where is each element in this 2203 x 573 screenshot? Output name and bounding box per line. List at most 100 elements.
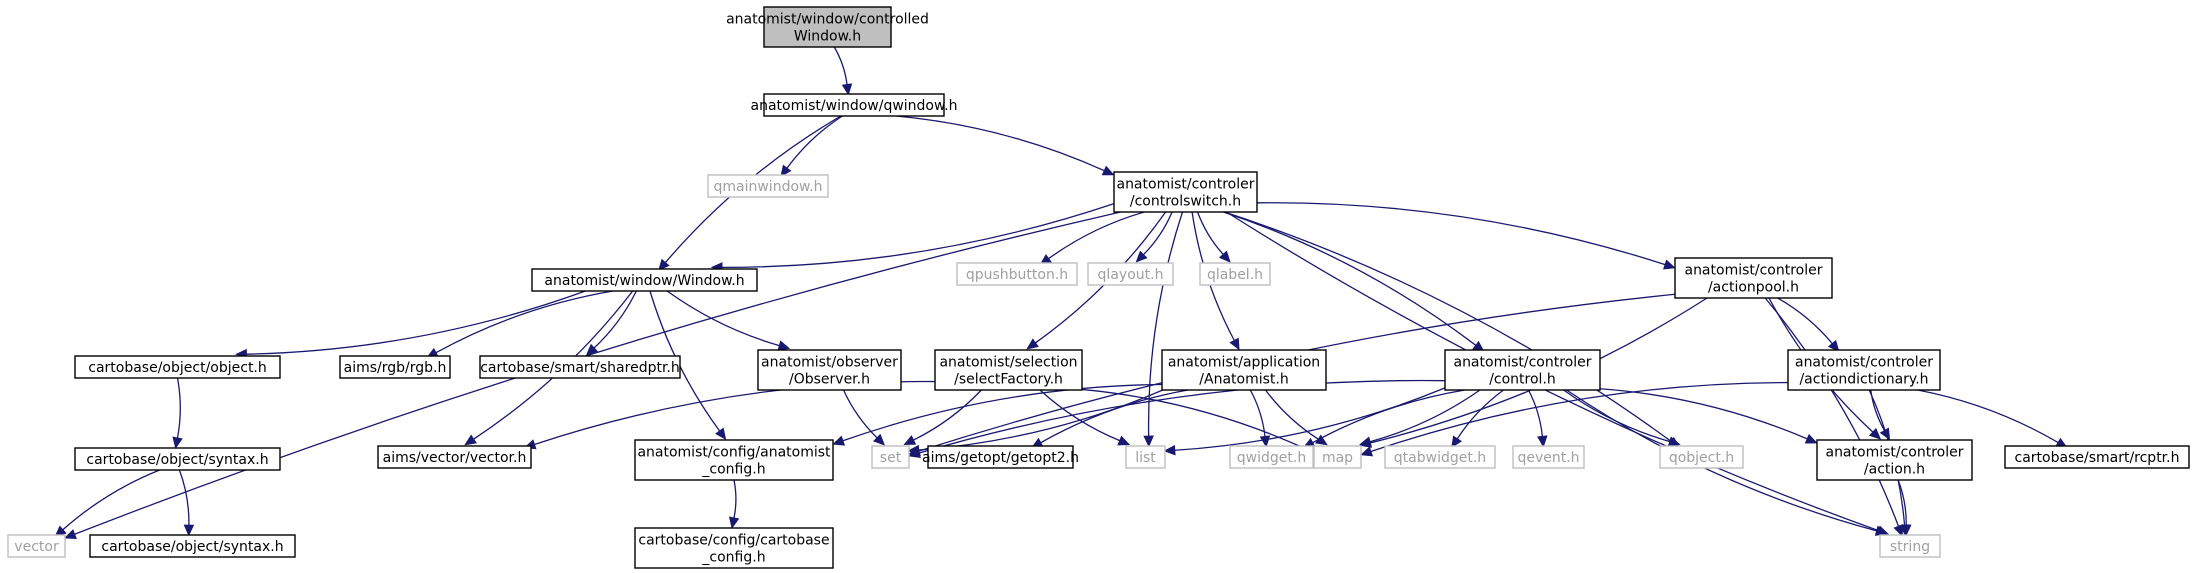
node-label-line: qpushbutton.h — [966, 267, 1068, 283]
node-box — [377, 445, 532, 469]
edge-line — [1040, 389, 1189, 444]
edge-line — [1599, 388, 1808, 440]
node-vectorH[interactable]: aims/vector/vector.h — [377, 445, 532, 469]
edge-arrowhead — [1537, 435, 1548, 448]
edge-arrowhead — [1101, 165, 1115, 176]
edge-line — [435, 290, 614, 354]
node-box — [1816, 439, 1973, 481]
node-observer[interactable]: anatomist/observer/Observer.h — [757, 349, 902, 391]
node-box — [1087, 262, 1174, 286]
edge-windowH-to-sharedptr — [585, 290, 637, 356]
edge-arrowhead — [64, 529, 77, 540]
edge-line — [593, 290, 637, 349]
node-getopt[interactable]: aims/getopt/getopt2.h — [922, 445, 1079, 469]
node-windowH[interactable]: anatomist/window/Window.h — [531, 268, 758, 292]
edge-arrowhead — [1451, 435, 1463, 449]
edge-windowH-to-objectH — [235, 290, 586, 360]
edge-line — [1249, 389, 1266, 437]
node-box — [634, 527, 834, 569]
node-map: map — [1313, 445, 1362, 469]
edge-arrowhead — [1117, 435, 1131, 446]
edge-selectFactory-to-set — [903, 389, 982, 446]
edge-line — [1917, 389, 2059, 444]
node-anatomistConfig[interactable]: anatomist/config/anatomist_config.h — [634, 439, 834, 481]
node-label-line: cartobase/object/object.h — [88, 360, 267, 376]
edge-qwindow-to-controlswitch — [895, 115, 1115, 176]
node-box — [7, 534, 66, 558]
node-syntaxH[interactable]: cartobase/object/syntax.h — [74, 447, 281, 471]
node-box — [1787, 349, 1941, 391]
edge-line — [74, 211, 1121, 535]
edge-arrowhead — [1143, 435, 1154, 448]
node-cartobaseConfig[interactable]: cartobase/config/cartobase_config.h — [634, 527, 834, 569]
node-qobject: qobject.h — [1659, 445, 1744, 469]
node-set: set — [871, 445, 910, 469]
node-actionpool[interactable]: anatomist/controler/actionpool.h — [1674, 257, 1833, 299]
node-label-line: qlayout.h — [1098, 267, 1164, 283]
edge-anatomistApp-to-qwidget — [1249, 389, 1271, 448]
edge-syntaxH-to-syntaxH2 — [178, 469, 195, 537]
edge-selectFactory-to-list — [1039, 389, 1131, 446]
node-label-line: anatomist/controler — [1684, 263, 1822, 279]
edge-controlswitch-to-qlabel — [1196, 211, 1231, 263]
edge-line — [1147, 211, 1184, 437]
edge-arrowhead — [1359, 436, 1372, 447]
node-label-line: aims/vector/vector.h — [383, 450, 527, 466]
node-box — [479, 355, 681, 379]
node-box — [89, 534, 296, 558]
node-box — [1199, 262, 1271, 286]
node-label-line: cartobase/object/syntax.h — [101, 539, 283, 555]
node-syntaxH2[interactable]: cartobase/object/syntax.h — [89, 534, 296, 558]
node-label-line: qmainwindow.h — [713, 179, 822, 195]
node-box — [707, 174, 829, 198]
edge-control-to-qobject — [1563, 389, 1681, 447]
edge-syntaxH-to-vector — [54, 469, 160, 538]
edge-line — [733, 479, 737, 519]
edge-line — [1196, 211, 1224, 255]
node-box — [1674, 257, 1833, 299]
edge-controlswitch-to-windowH — [710, 203, 1115, 273]
node-label-line: qtabwidget.h — [1394, 450, 1486, 466]
edge-arrowhead — [1026, 338, 1039, 350]
node-box — [2004, 445, 2190, 469]
node-label-line: anatomist/config/anatomist — [637, 445, 831, 461]
node-box — [1113, 171, 1258, 213]
edge-arrowhead — [1663, 259, 1676, 270]
node-sharedptr[interactable]: cartobase/smart/sharedptr.h — [479, 355, 681, 379]
node-box — [1659, 445, 1744, 469]
edge-line — [1264, 389, 1319, 440]
edge-arrowhead — [464, 434, 477, 446]
node-actiondictionary[interactable]: anatomist/controler/actiondictionary.h — [1787, 349, 1941, 391]
node-label-line: set — [880, 450, 902, 466]
edge-line — [1081, 388, 1305, 449]
edge-arrowhead — [658, 258, 670, 272]
node-actionH[interactable]: anatomist/controler/action.h — [1816, 439, 1973, 481]
node-qevent: qevent.h — [1512, 445, 1585, 469]
node-box — [927, 445, 1074, 469]
node-selectFactory[interactable]: anatomist/selection/selectFactory.h — [934, 349, 1083, 391]
edge-line — [1527, 389, 1543, 437]
node-qwindow[interactable]: anatomist/window/qwindow.h — [751, 93, 958, 117]
node-label-line: qevent.h — [1517, 450, 1579, 466]
edge-line — [721, 203, 1115, 269]
node-control[interactable]: anatomist/controler/control.h — [1444, 349, 1601, 391]
edge-anatomistConfig-to-cartobaseConfig — [728, 479, 740, 529]
node-box — [634, 439, 834, 481]
node-rcptr[interactable]: cartobase/smart/rcptr.h — [2004, 445, 2190, 469]
node-label-line: qobject.h — [1669, 450, 1734, 466]
edge-line — [918, 379, 1446, 454]
edge-line — [1039, 389, 1120, 442]
node-controlswitch[interactable]: anatomist/controler/controlswitch.h — [1113, 171, 1258, 213]
node-objectH[interactable]: cartobase/object/object.h — [74, 355, 281, 379]
edge-arrowhead — [715, 427, 727, 441]
node-label-line: map — [1322, 450, 1353, 466]
edge-controlswitch-to-list — [1143, 211, 1184, 448]
edge-arrowhead — [1360, 446, 1374, 457]
node-label-line: aims/getopt/getopt2.h — [922, 450, 1079, 466]
edge-line — [1566, 389, 1877, 532]
node-anatomistApp[interactable]: anatomist/application/Anatomist.h — [1161, 349, 1327, 391]
node-rgb[interactable]: aims/rgb/rgb.h — [339, 355, 451, 379]
edge-line — [895, 115, 1105, 172]
edge-line — [842, 389, 878, 439]
